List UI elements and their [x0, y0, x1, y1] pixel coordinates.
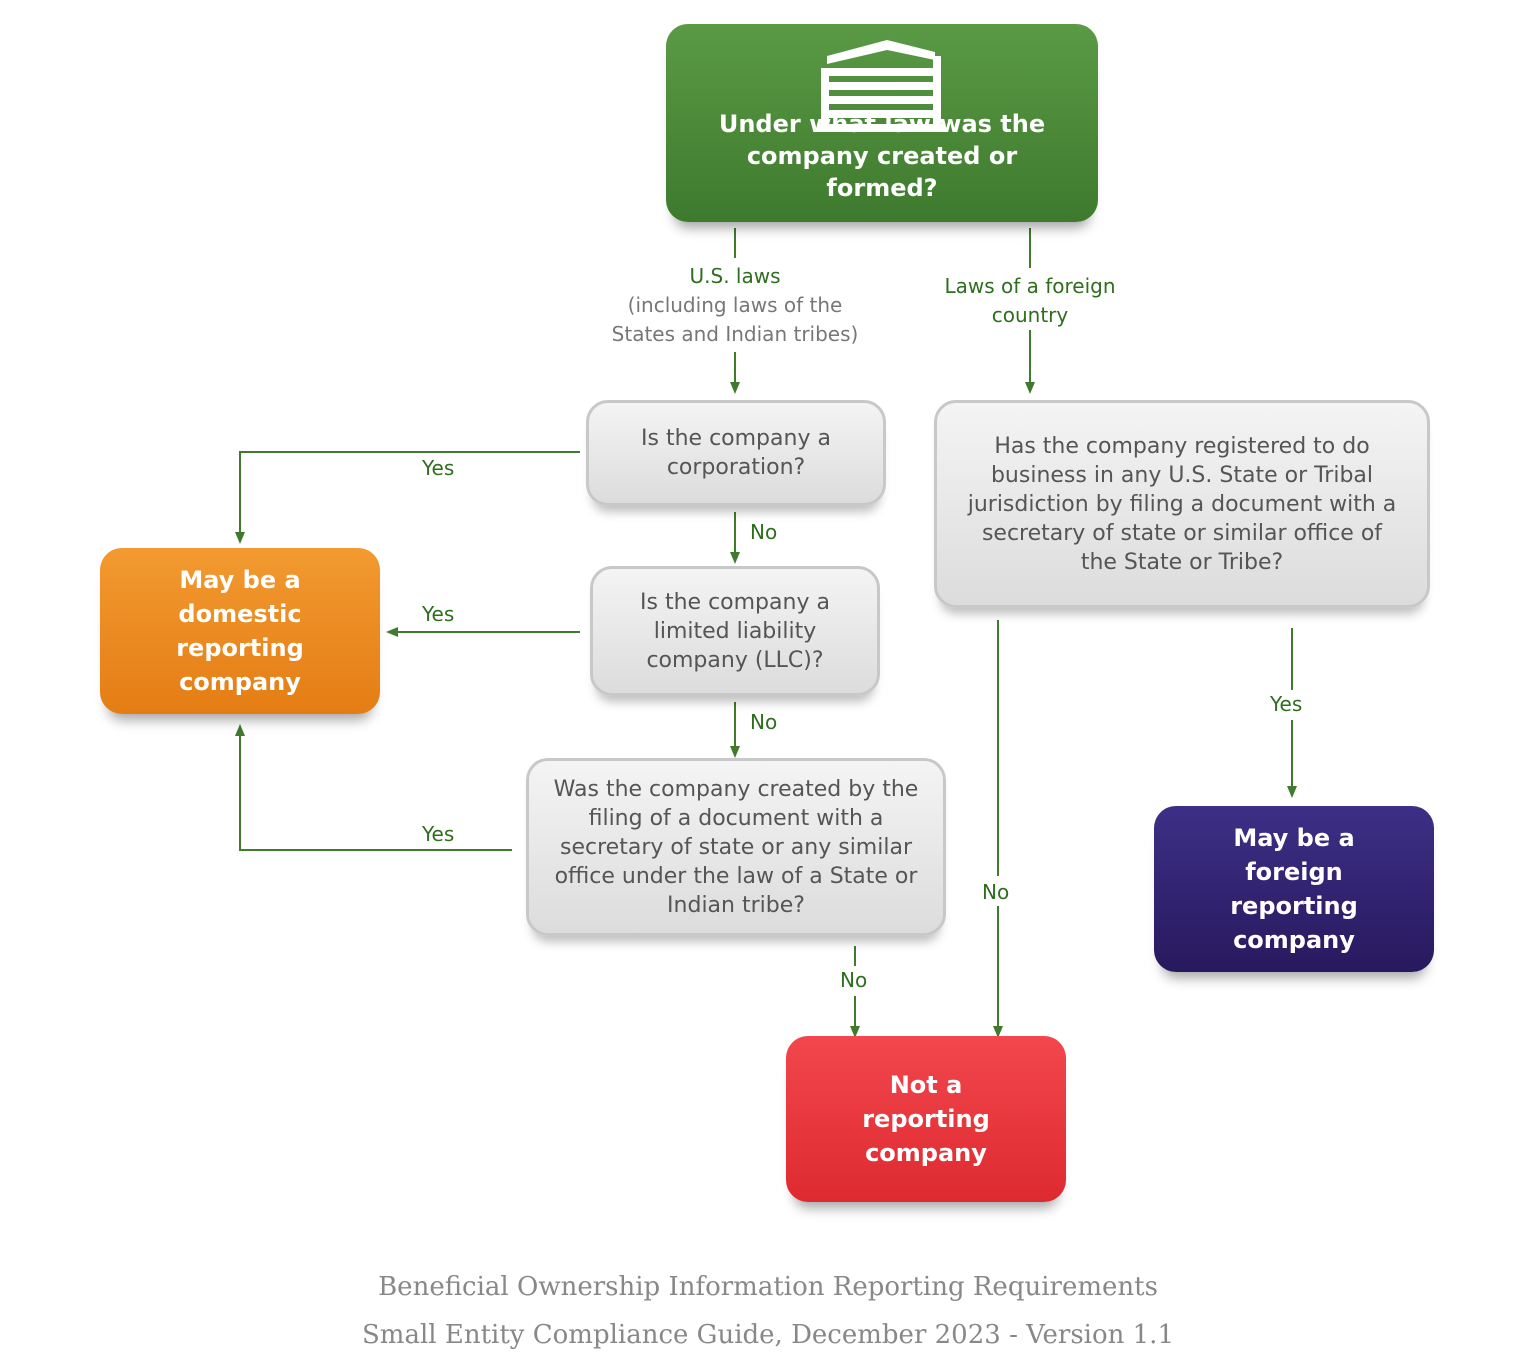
node-not-reporting-company: Not a reporting company: [786, 1036, 1066, 1202]
label-foreign-yes: Yes: [1270, 692, 1303, 716]
label-foreign-no: No: [982, 880, 1010, 904]
label-corporation-yes: Yes: [422, 456, 455, 480]
node-foreign-reporting-company: May be a foreign reporting company: [1154, 806, 1434, 972]
label-foreign-laws: Laws of a foreign country: [944, 274, 1116, 327]
corporation-question-text: Is the company a corporation?: [641, 426, 831, 480]
llc-question-text: Is the company a limited liability compa…: [640, 589, 830, 673]
foreign-registration-question-text: Has the company registered to do busines…: [967, 433, 1397, 575]
node-domestic-reporting-company: May be a domestic reporting company: [100, 548, 380, 714]
node-corporation-question: Is the company a corporation?: [586, 400, 886, 506]
caption-subtitle: Small Entity Compliance Guide, December …: [362, 1320, 1174, 1350]
label-us-laws-title: U.S. laws: [689, 264, 781, 288]
not-reporting-result-text: Not a reporting company: [862, 1071, 990, 1167]
node-foreign-registration-question: Has the company registered to do busines…: [934, 400, 1430, 608]
caption-title: Beneficial Ownership Information Reporti…: [378, 1272, 1158, 1302]
label-us-laws: U.S. laws (including laws of the States …: [585, 262, 885, 349]
node-filing-question: Was the company created by the filing of…: [526, 758, 946, 936]
node-law-question: Under what law was the company created o…: [666, 24, 1098, 222]
label-corporation-no: No: [750, 520, 778, 544]
foreign-result-text: May be a foreign reporting company: [1230, 824, 1358, 954]
filing-question-text: Was the company created by the filing of…: [553, 776, 919, 918]
label-llc-no: No: [750, 710, 778, 734]
building-icon: [817, 40, 945, 132]
label-us-laws-detail: (including laws of the States and Indian…: [611, 293, 859, 346]
label-filing-yes: Yes: [422, 822, 455, 846]
domestic-result-text: May be a domestic reporting company: [176, 566, 304, 696]
edge-corporation-yes: [235, 451, 580, 544]
node-llc-question: Is the company a limited liability compa…: [590, 566, 880, 696]
edge-filing-yes: [235, 724, 512, 851]
label-llc-yes: Yes: [422, 602, 455, 626]
label-filing-no: No: [840, 968, 868, 992]
